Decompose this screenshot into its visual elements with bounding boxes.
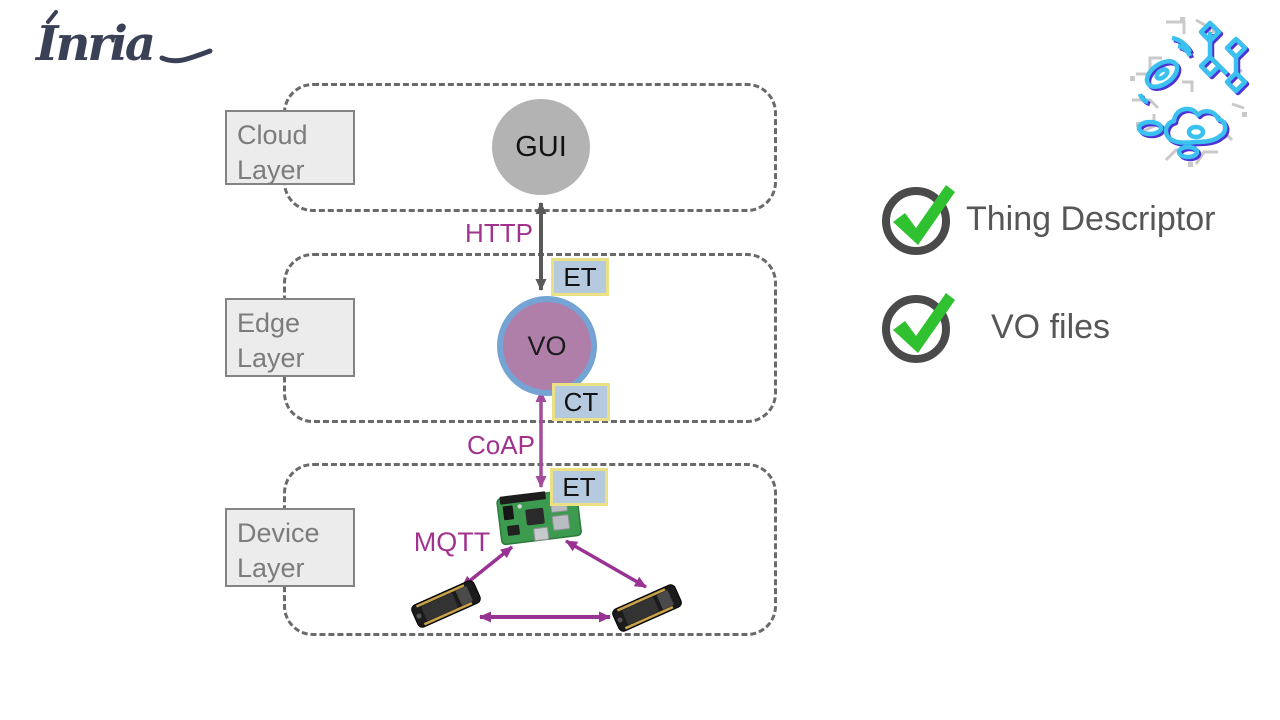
check-icon	[882, 293, 955, 363]
vo-node-label: VO	[527, 330, 567, 361]
inria-logo-accent	[46, 10, 58, 24]
protocol-coap-label: CoAP	[467, 430, 535, 460]
edge-ct-port-label: CT	[563, 386, 599, 417]
gui-node: GUI	[492, 99, 590, 195]
edge-ct-port: CT	[552, 383, 610, 421]
inria-logo-swash	[159, 48, 213, 64]
arrow-mqtt-pi-right-board	[565, 539, 647, 589]
arrow-mqtt-pi-left-board	[460, 545, 514, 589]
protocol-http-label: HTTP	[465, 218, 533, 248]
device-layer-label: Device Layer	[225, 508, 355, 587]
microcontroller-board-left-image	[411, 580, 481, 628]
check-icon	[882, 185, 955, 255]
cloud-layer-label: Cloud Layer	[225, 110, 355, 185]
edge-et-port-label: ET	[563, 261, 597, 292]
checklist-item-vo-files: VO files	[991, 308, 1111, 346]
microcontroller-board-right-image	[612, 584, 682, 632]
edge-layer-label: Edge Layer	[225, 298, 355, 377]
gui-node-label: GUI	[515, 130, 567, 163]
edge-et-port: ET	[551, 258, 609, 296]
device-et-port: ET	[550, 468, 608, 506]
inria-logo: Inria	[34, 10, 213, 72]
inria-logo-text: Inria	[34, 16, 153, 72]
checklist-item-thing-descriptor: Thing Descriptor	[966, 200, 1216, 238]
ai-iot-cube-logo	[1130, 17, 1250, 167]
device-et-port-label: ET	[562, 471, 596, 502]
vo-node: VO	[497, 296, 597, 396]
